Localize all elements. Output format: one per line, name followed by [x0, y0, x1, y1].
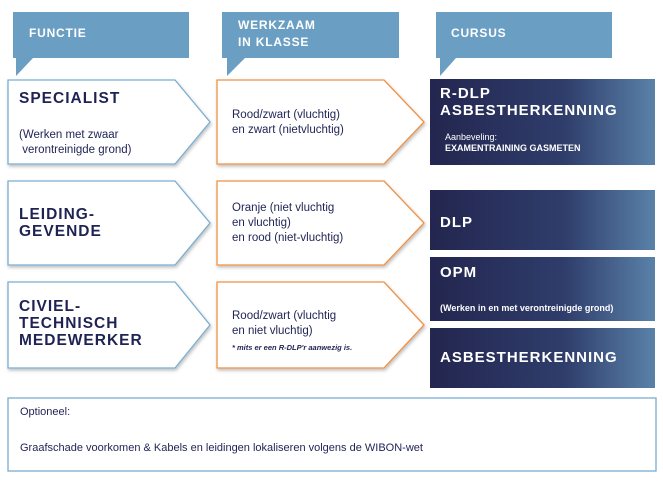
- course-opm-subtitle: (Werken in en met verontreinigde grond): [440, 303, 614, 313]
- course-box-opm: [430, 257, 655, 321]
- course-rdlp-note: EXAMENTRAINING GASMETEN: [445, 143, 581, 153]
- course-rdlp-note-label: Aanbeveling:: [445, 132, 498, 142]
- role-arrow-specialist: [7, 79, 211, 165]
- course-dlp-title: DLP: [440, 214, 473, 231]
- course-box-asbestherkenning: [430, 328, 655, 388]
- header-cursus-label: CURSUS: [451, 26, 507, 40]
- optional-title: Optioneel:: [20, 406, 71, 418]
- header-functie-callout: [13, 12, 189, 76]
- role-specialist-title: SPECIALIST: [19, 90, 121, 107]
- klasse-civieltechnisch-text: Rood/zwart (vluchtig en niet vluchtig): [232, 310, 337, 337]
- course-asbestherkenning-title: ASBESTHERKENNING: [440, 349, 618, 366]
- klasse-arrow-civieltechnisch: [216, 281, 425, 369]
- course-box-rdlp: [430, 79, 655, 165]
- course-rdlp-title: R-DLP ASBESTHERKENNING: [440, 85, 618, 119]
- optional-box: [7, 397, 657, 472]
- optional-text: Graafschade voorkomen & Kabels en leidin…: [20, 442, 423, 454]
- header-cursus-callout: [436, 12, 612, 76]
- role-arrow-leidinggevende: [7, 180, 211, 266]
- header-werkzaam-callout: [222, 12, 399, 76]
- role-arrow-civieltechnisch: [7, 281, 211, 369]
- course-opm-title: OPM: [440, 264, 478, 281]
- role-specialist-subtitle: (Werken met zwaar verontreinigde grond): [19, 129, 132, 156]
- klasse-leidinggevende-text: Oranje (niet vluchtig en vluchtig) en ro…: [232, 202, 344, 244]
- role-civieltechnisch-title: CIVIEL- TECHNISCH MEDEWERKER: [19, 298, 143, 349]
- header-werkzaam-label: WERKZAAM IN KLASSE: [238, 18, 316, 49]
- klasse-arrow-specialist: [216, 79, 425, 165]
- course-box-dlp: [430, 190, 655, 250]
- klasse-arrow-leidinggevende: [216, 180, 425, 266]
- header-functie-label: FUNCTIE: [29, 26, 87, 40]
- klasse-civieltechnisch-note: * mits er een R-DLP'r aanwezig is.: [232, 343, 353, 352]
- role-leidinggevende-title: LEIDING- GEVENDE: [19, 206, 102, 240]
- klasse-specialist-text: Rood/zwart (vluchtig) en zwart (nietvluc…: [232, 109, 344, 136]
